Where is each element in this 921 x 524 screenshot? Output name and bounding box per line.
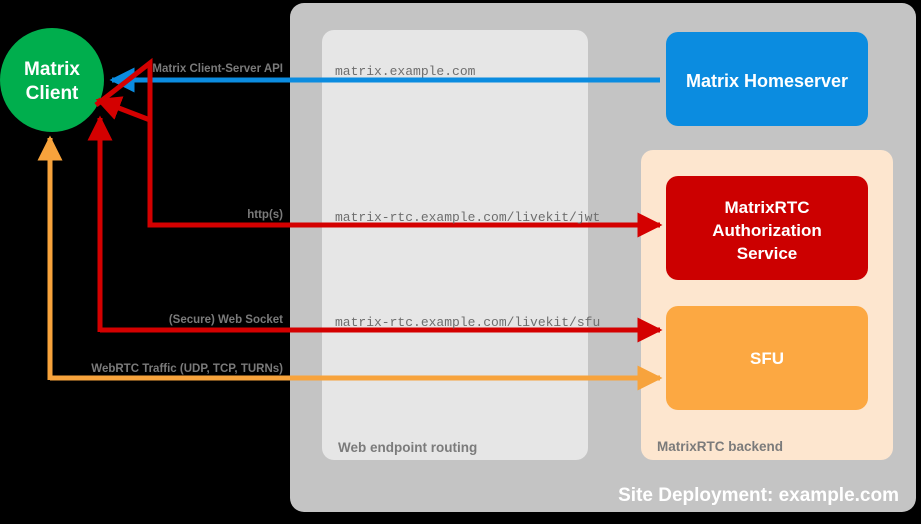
node-sfu-label: SFU xyxy=(750,349,784,368)
url-label-matrix: matrix.example.com xyxy=(335,64,476,79)
node-auth-service-label-line1: MatrixRTC xyxy=(724,198,809,217)
group-label-web-endpoint-routing: Web endpoint routing xyxy=(338,440,477,455)
node-matrix-client[interactable] xyxy=(0,28,104,132)
node-matrix-homeserver[interactable] xyxy=(666,32,868,126)
url-label-jwt: matrix-rtc.example.com/livekit/jwt xyxy=(335,210,600,225)
group-label-matrixrtc-backend: MatrixRTC backend xyxy=(657,439,783,454)
node-sfu[interactable] xyxy=(666,306,868,410)
node-matrix-client-label-line2: Client xyxy=(26,83,79,104)
group-web-endpoint-routing xyxy=(322,30,588,460)
node-matrixrtc-authorization-service[interactable] xyxy=(666,176,868,280)
url-label-sfu: matrix-rtc.example.com/livekit/sfu xyxy=(335,315,600,330)
node-matrix-client-label-line1: Matrix xyxy=(24,59,80,80)
node-auth-service-label-line2: Authorization xyxy=(712,221,822,240)
edge-label-websocket: (Secure) Web Socket xyxy=(169,314,283,326)
node-matrix-homeserver-label: Matrix Homeserver xyxy=(686,71,848,91)
node-auth-service-label-line3: Service xyxy=(737,244,798,263)
site-deployment-label: Site Deployment: example.com xyxy=(618,485,899,506)
edge-label-https: http(s) xyxy=(247,209,283,221)
edge-label-webrtc: WebRTC Traffic (UDP, TCP, TURNs) xyxy=(91,363,283,375)
edge-https-to-client xyxy=(95,96,151,123)
edge-label-matrix-client-server-api: Matrix Client-Server API xyxy=(152,63,283,75)
